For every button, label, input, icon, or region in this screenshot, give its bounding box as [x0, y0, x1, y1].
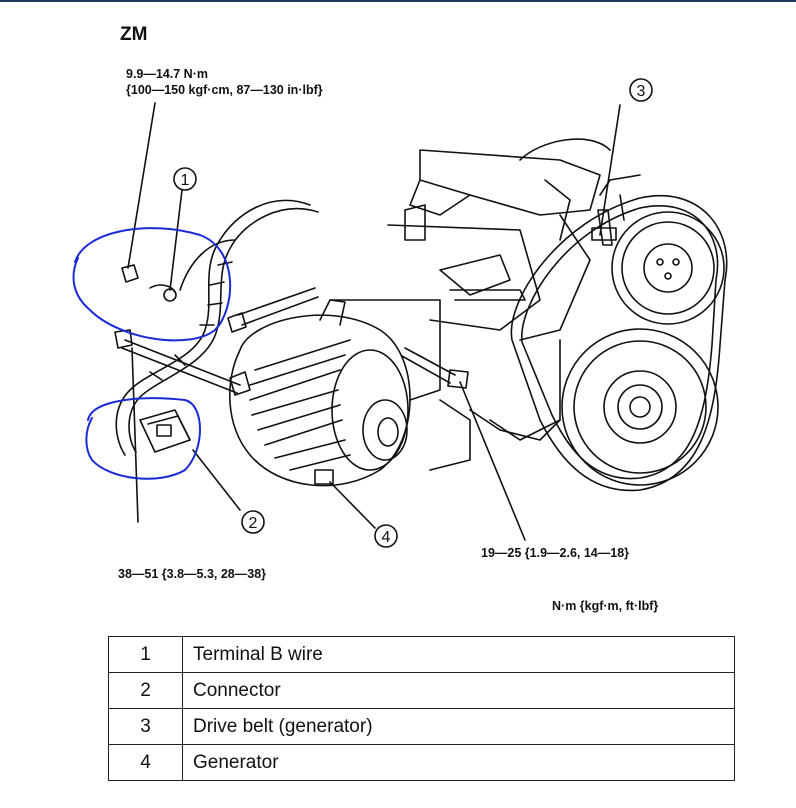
table-row: 3 Drive belt (generator)	[108, 708, 735, 745]
annotation-circle-terminal	[72, 227, 232, 342]
terminal-b-wire	[115, 199, 319, 456]
top-border	[0, 0, 796, 2]
legend-desc: Terminal B wire	[182, 636, 735, 673]
generator-removal-diagram: 1 2 3 4	[72, 78, 728, 548]
callout-1-label: 1	[181, 172, 190, 189]
model-code: ZM	[120, 24, 148, 45]
legend-num: 2	[108, 672, 183, 709]
crank-pulley	[561, 328, 719, 486]
drive-belt	[510, 195, 728, 492]
callout-4-label: 4	[382, 529, 391, 546]
terminal-nut-torque: 9.9—14.7 N·m {100—150 kgf·cm, 87—130 in·…	[126, 66, 323, 98]
parts-legend-table: 1 Terminal B wire 2 Connector 3 Drive be…	[108, 636, 735, 781]
upper-long-bolt	[227, 287, 319, 333]
units-note: N·m {kgf·m, ft·lbf}	[552, 599, 659, 613]
callout-3-label: 3	[637, 83, 646, 100]
water-pump-pulley	[611, 211, 725, 325]
table-row: 2 Connector	[108, 672, 735, 709]
callout-4: 4	[374, 524, 398, 548]
legend-num: 4	[108, 744, 183, 781]
legend-desc: Drive belt (generator)	[182, 708, 735, 745]
legend-desc: Connector	[182, 672, 735, 709]
generator	[228, 299, 411, 487]
legend-desc: Generator	[182, 744, 735, 781]
callout-3: 3	[629, 78, 653, 102]
callout-leaders	[169, 104, 621, 529]
terminal-nut-torque-alt: {100—150 kgf·cm, 87—130 in·lbf}	[126, 83, 323, 97]
callout-2: 2	[241, 510, 265, 534]
terminal-nut-torque-nm: 9.9—14.7 N·m	[126, 67, 208, 81]
callout-1: 1	[173, 167, 197, 191]
torque-leader-lines	[127, 102, 526, 541]
table-row: 1 Terminal B wire	[108, 636, 735, 673]
table-row: 4 Generator	[108, 744, 735, 781]
mounting-bolt	[401, 347, 469, 389]
legend-num: 3	[108, 708, 183, 745]
engine-bracket	[329, 138, 641, 471]
belt-stud	[591, 194, 625, 246]
callout-2-label: 2	[249, 515, 258, 532]
legend-num: 1	[108, 636, 183, 673]
connector	[139, 409, 191, 453]
terminal-nut	[121, 264, 139, 283]
lower-bolt-torque: 38—51 {3.8—5.3, 28—38}	[118, 567, 267, 581]
annotation-circles	[72, 227, 232, 480]
upper-bolt-torque: 19—25 {1.9—2.6, 14—18}	[481, 546, 630, 560]
annotation-circle-connector	[85, 397, 201, 480]
